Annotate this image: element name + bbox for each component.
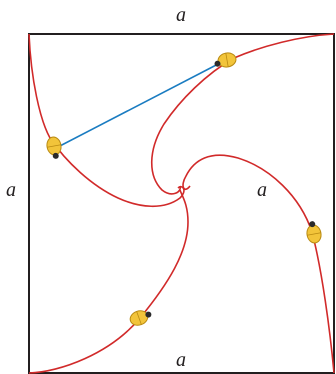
label-segment: a bbox=[257, 179, 267, 201]
ladybug-bottom bbox=[129, 310, 152, 326]
label-top-side: a bbox=[176, 4, 186, 26]
spiral-paths bbox=[28, 33, 335, 374]
ladybug-right bbox=[306, 221, 322, 244]
label-left-side: a bbox=[6, 179, 16, 201]
spiral-path-from-bottom-right bbox=[182, 154, 335, 374]
square-outline bbox=[28, 33, 335, 374]
ladybug-top bbox=[214, 52, 237, 68]
ladybug-left bbox=[46, 136, 62, 159]
label-bottom-side: a bbox=[176, 349, 186, 371]
bug-connecting-segment bbox=[55, 61, 223, 149]
spiral-path-from-bottom-left bbox=[28, 189, 189, 374]
spiral-path-from-top-right bbox=[151, 33, 335, 195]
spiral-path-from-top-left bbox=[28, 33, 185, 208]
